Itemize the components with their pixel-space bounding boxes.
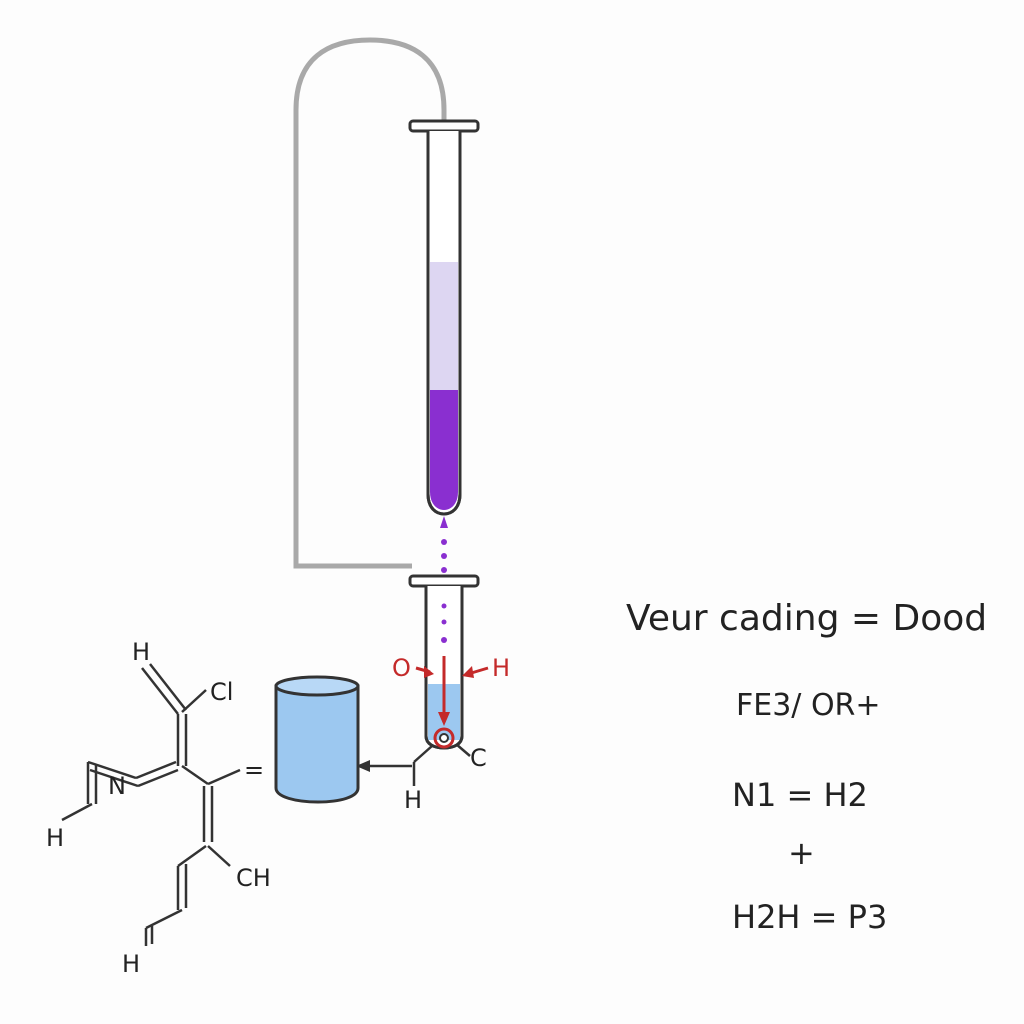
equation-line-4: H2H = P3	[732, 898, 888, 936]
label-cl: Cl	[210, 678, 233, 706]
arrow-to-beaker-icon	[356, 760, 370, 772]
label-c: C	[470, 744, 487, 772]
label-o: O	[392, 654, 411, 682]
equation-line-3: +	[788, 834, 815, 872]
falling-drops	[440, 516, 448, 573]
red-arrows	[415, 656, 489, 726]
hose-icon	[293, 37, 447, 569]
test-tube-icon	[408, 119, 480, 516]
label-ch: CH	[236, 864, 271, 892]
label-h-under: H	[404, 786, 422, 814]
label-h-top: H	[132, 638, 150, 666]
molecule-icon	[61, 663, 241, 946]
label-h-left: H	[46, 824, 64, 852]
label-n: N	[108, 772, 126, 800]
equation-title: Veur cading = Dood	[626, 598, 988, 639]
tube-connector	[364, 743, 471, 786]
label-h-bottom: H	[122, 950, 140, 978]
equation-line-1: FE3/ OR+	[736, 688, 881, 723]
liquid-light-layer	[430, 262, 458, 390]
liquid-dark-layer	[430, 390, 458, 510]
label-double-bond: =	[244, 756, 264, 784]
beaker-icon	[274, 675, 360, 804]
equation-line-2: N1 = H2	[732, 776, 868, 814]
label-h-red: H	[492, 654, 510, 682]
